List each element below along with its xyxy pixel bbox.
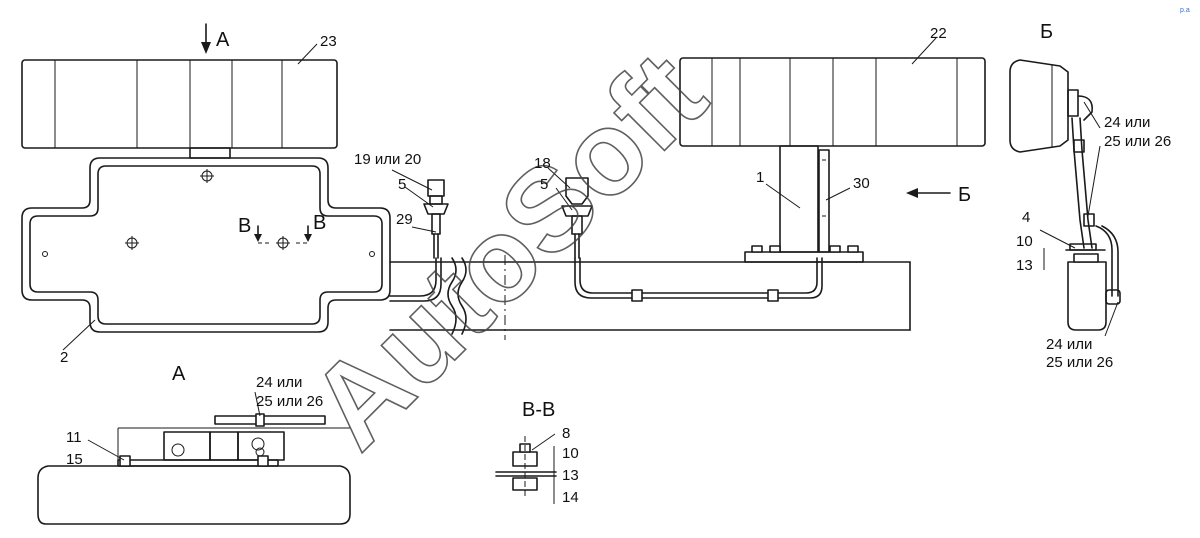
- connector-18: [561, 177, 593, 259]
- callout-4: 4: [1022, 209, 1030, 226]
- callout-24-b-top-1: 24 или: [1104, 114, 1150, 131]
- callout-29: 29: [396, 211, 413, 228]
- callout-23: 23: [320, 33, 337, 50]
- watermark-text: AutoSoft: [285, 28, 731, 474]
- callout-11: 11: [66, 429, 82, 446]
- callout-19-20: 19 или 20: [354, 151, 421, 168]
- callout-10-s: 10: [562, 445, 579, 462]
- view-a-arrow: [201, 23, 211, 54]
- bracket-1: [744, 145, 864, 263]
- detail-a-title: А: [172, 363, 186, 385]
- callout-13-s: 13: [562, 467, 579, 484]
- section-right-label: В: [313, 212, 326, 234]
- callout-22: 22: [930, 25, 947, 42]
- callout-10-b: 10: [1016, 233, 1033, 250]
- section-bb-marks: [254, 225, 312, 244]
- section-left-label: В: [238, 215, 251, 237]
- callout-24-b-bot-2: 25 или 26: [1046, 354, 1113, 371]
- section-bb: [495, 436, 557, 496]
- lamp-22: [679, 57, 986, 147]
- view-b-arrow-label: Б: [958, 184, 971, 206]
- frame-beam: [389, 255, 911, 340]
- view-b-arrow: [906, 188, 951, 198]
- detail-a: [37, 413, 351, 525]
- callout-5b: 5: [540, 176, 548, 193]
- callout-8: 8: [562, 425, 570, 442]
- callout-24-a-1: 24 или: [256, 374, 302, 391]
- callout-15: 15: [66, 451, 83, 468]
- corner-mark: p.a: [1180, 7, 1190, 14]
- callout-18: 18: [534, 155, 551, 172]
- callout-2: 2: [60, 349, 68, 366]
- callout-1: 1: [756, 169, 764, 186]
- detail-b-title: Б: [1040, 21, 1053, 43]
- leader-lines: [62, 37, 1119, 504]
- view-b-side: [1009, 59, 1121, 331]
- callout-13-b: 13: [1016, 257, 1033, 274]
- watermark: AutoSoft: [284, 27, 731, 474]
- view-a-arrow-label: А: [216, 29, 230, 51]
- callout-30: 30: [853, 175, 870, 192]
- callout-24-b-bot-1: 24 или: [1046, 336, 1092, 353]
- section-bb-title: В-В: [522, 399, 555, 421]
- callout-24-a-2: 25 или 26: [256, 393, 323, 410]
- callout-14: 14: [562, 489, 579, 506]
- callout-5a: 5: [398, 176, 406, 193]
- lamp-23: [21, 59, 338, 159]
- bracket-plate-2: [21, 157, 391, 333]
- wire-harness: [389, 257, 823, 302]
- callout-24-b-top-2: 25 или 26: [1104, 133, 1171, 150]
- connector-19-20: [423, 179, 449, 259]
